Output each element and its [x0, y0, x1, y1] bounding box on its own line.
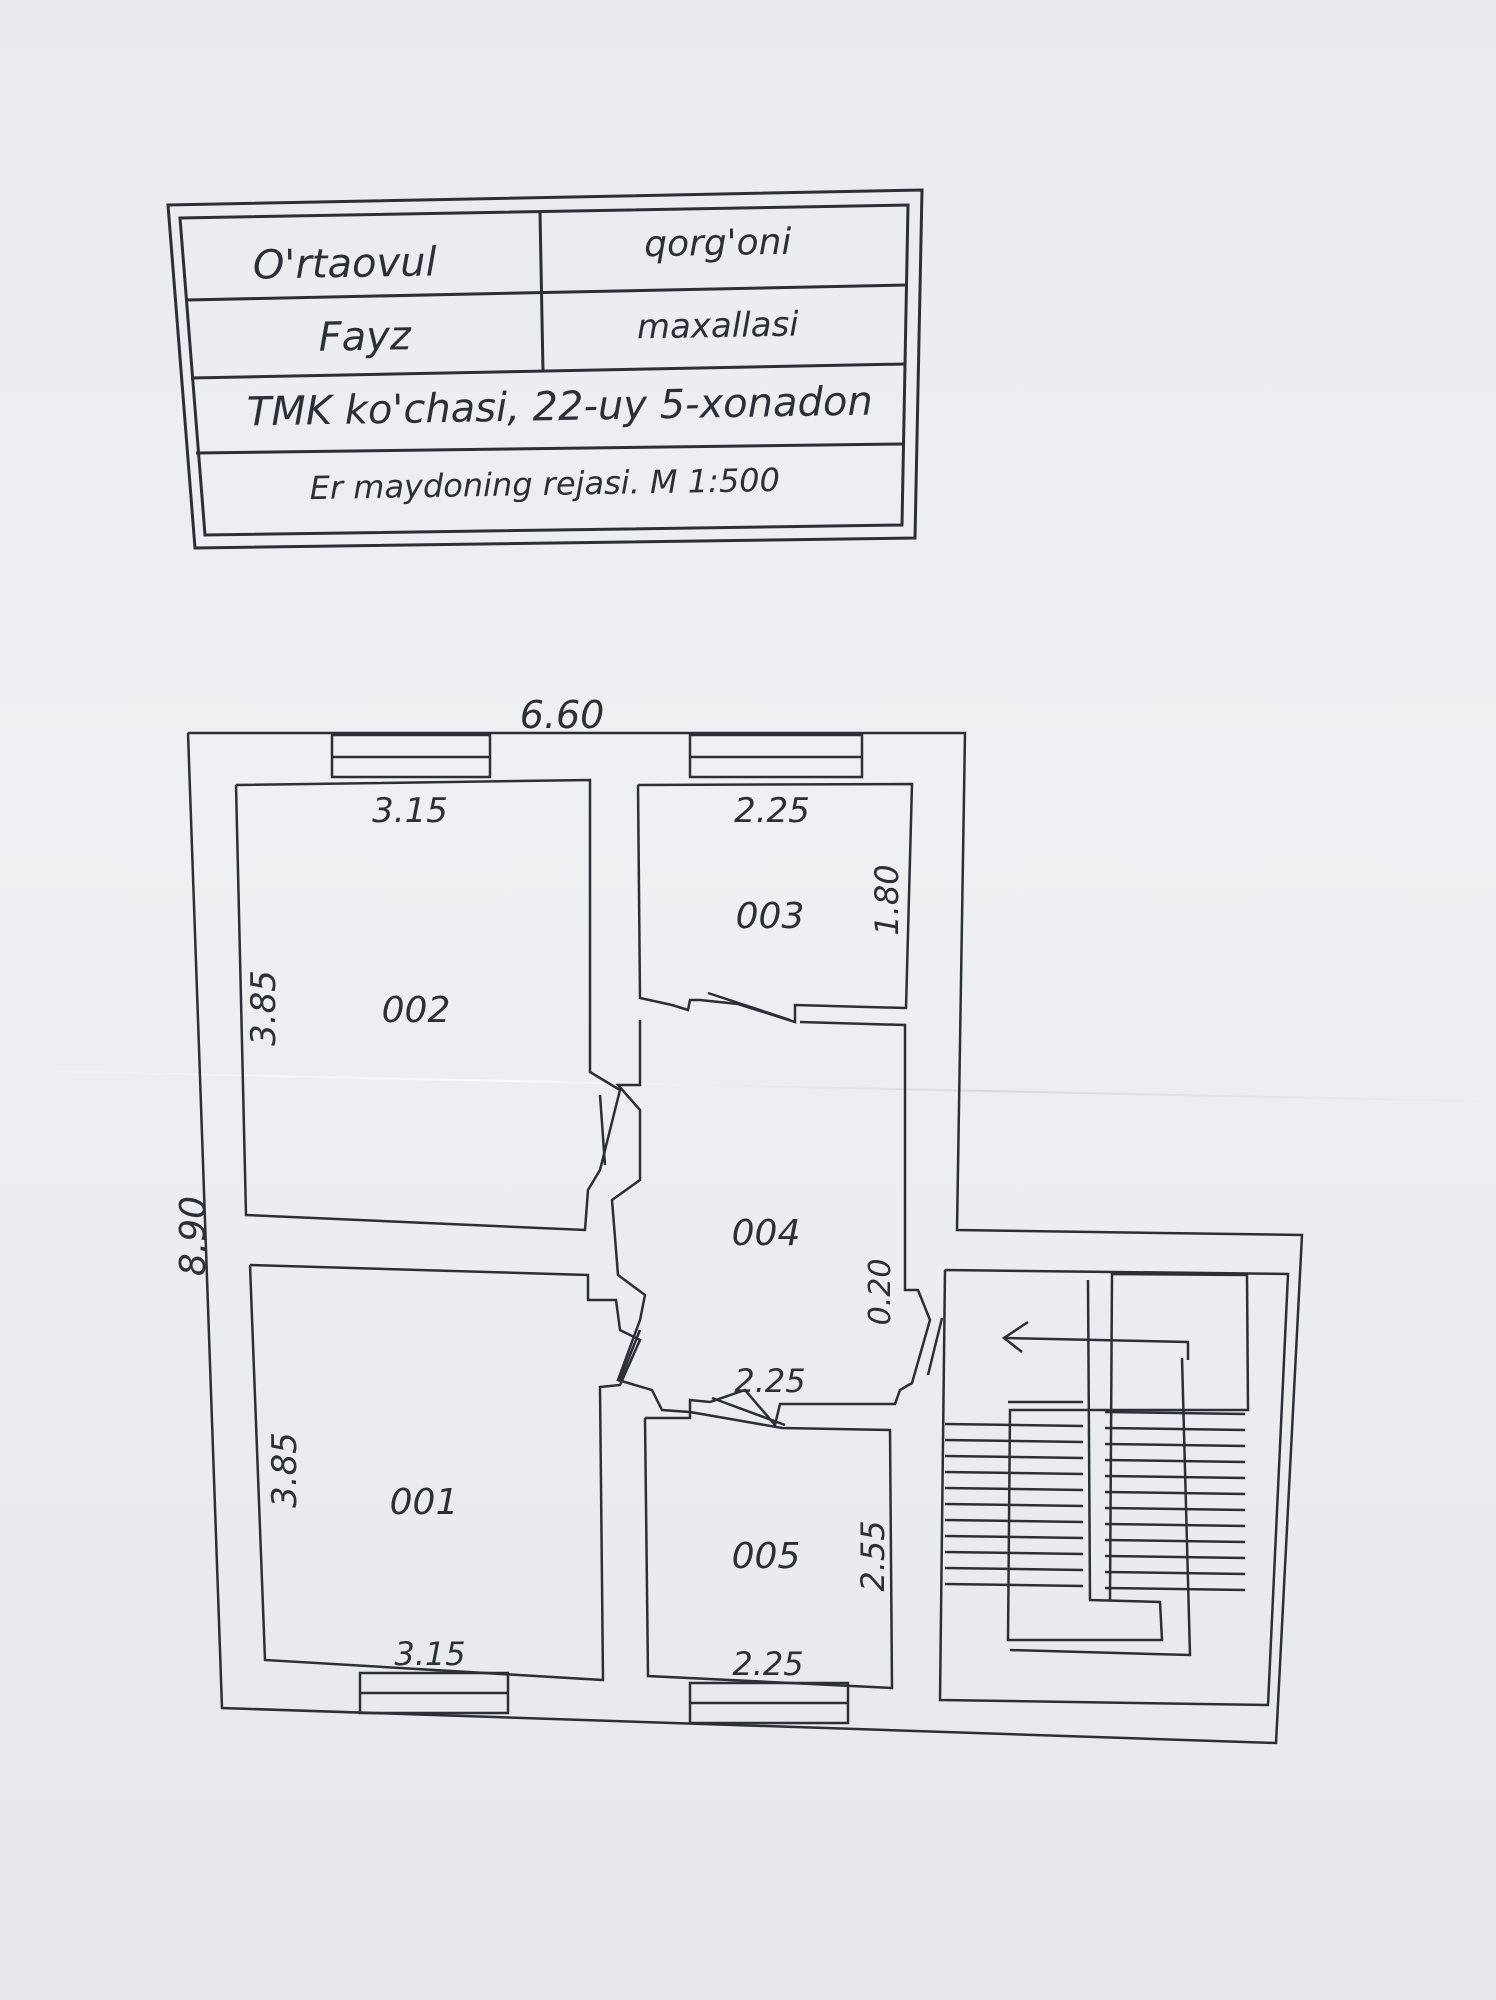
room-003-outline	[636, 782, 914, 1024]
title-block-inner-frame	[178, 203, 910, 537]
door-entrance	[926, 1317, 944, 1376]
dim-room-002-side: 3.85	[244, 970, 284, 1046]
label-room-002: 002	[382, 990, 451, 1031]
dim-room-005-side: 2.55	[854, 1520, 892, 1591]
title-mahalla-suffix: maxallasi	[637, 305, 800, 348]
plan-outer-wall	[186, 731, 1304, 1745]
stair-direction-arrow	[1001, 1320, 1190, 1360]
window-top-right	[688, 733, 864, 779]
dim-room-004-gap: 0.20	[863, 1259, 898, 1326]
stair-treads-right	[1104, 1410, 1246, 1592]
dim-room-003-side: 1.80	[868, 864, 906, 935]
dim-room-005-bottom: 2.25	[732, 1645, 803, 1683]
title-plan-scale: Er maydoning rejasi. M 1:500	[309, 461, 780, 507]
room-005-outline	[643, 1410, 894, 1690]
dim-room-002-top: 3.15	[372, 791, 448, 831]
door-002	[598, 1094, 607, 1166]
window-top-left	[330, 733, 492, 779]
label-room-005: 005	[732, 1536, 801, 1577]
room-001-outline	[248, 1263, 642, 1682]
title-block-row-line-1	[185, 283, 907, 302]
title-district-name: O'rtaovul	[253, 239, 438, 288]
label-room-001: 001	[390, 1482, 459, 1523]
dim-room-004-bottom: 2.25	[734, 1362, 805, 1400]
door-003	[707, 991, 791, 1022]
dim-room-003-top: 2.25	[734, 791, 810, 831]
room-002-outline	[234, 778, 622, 1232]
window-bottom-middle	[688, 1681, 850, 1725]
staircase	[938, 1268, 1290, 1707]
floor-plan: 6.60 8.90 3.15 3.85 002 2.25 1.80 003 00…	[173, 693, 1304, 1745]
door-001	[618, 1329, 642, 1381]
title-block-row-line-2	[190, 362, 906, 380]
title-block-outer-frame	[166, 188, 924, 550]
window-bottom-left	[358, 1671, 510, 1715]
dim-overall-width: 6.60	[520, 693, 605, 737]
room-004-outline	[610, 1020, 932, 1428]
label-room-003: 003	[736, 896, 805, 937]
title-block-row-line-3	[195, 442, 904, 455]
door-005	[711, 1396, 786, 1427]
title-district-suffix: qorg'oni	[644, 222, 792, 266]
title-mahalla-name: Fayz	[318, 313, 412, 361]
dim-room-001-bottom: 3.15	[394, 1635, 465, 1673]
title-block-column-divider	[538, 211, 545, 373]
title-address: TMK ko'chasi, 22-uy 5-xonadon	[246, 379, 873, 436]
label-room-004: 004	[732, 1213, 801, 1254]
dim-overall-height: 8.90	[173, 1196, 214, 1276]
stair-treads-left	[944, 1422, 1084, 1588]
dim-room-001-side: 3.85	[265, 1432, 305, 1508]
title-block: O'rtaovul qorg'oni Fayz maxallasi TMK ko…	[166, 188, 924, 550]
